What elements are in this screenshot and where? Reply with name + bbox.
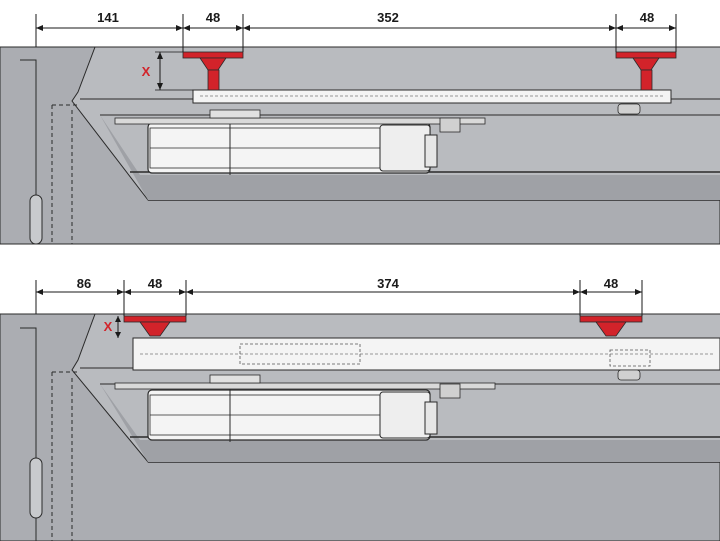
bottom-rail-stop (617, 369, 641, 381)
top-jamb-line (20, 59, 37, 244)
top-closer-clip (439, 117, 461, 133)
bottom-dim-48-right: 48 (604, 276, 618, 291)
top-hinge-pin (29, 194, 43, 245)
top-dim-352: 352 (377, 10, 399, 25)
top-bracket-right (615, 51, 677, 91)
top-mounting-plate (114, 117, 486, 125)
bottom-panel: 86 48 374 48 X (0, 276, 720, 541)
top-arm-slider (209, 109, 261, 119)
bottom-mounting-plate (114, 382, 496, 390)
bottom-x-label: X (104, 319, 113, 334)
bottom-arm-slider (209, 374, 261, 384)
bottom-dimension-lines (35, 280, 643, 338)
top-panel: 141 48 352 48 X (0, 10, 720, 245)
bottom-dim-374: 374 (377, 276, 399, 291)
top-closer-valve (424, 134, 438, 168)
bottom-hinge-pin (29, 457, 43, 519)
bottom-dim-86: 86 (77, 276, 91, 291)
top-closer-endcap (379, 124, 431, 172)
top-bracket-left (182, 51, 244, 91)
bottom-bracket-right (579, 315, 643, 337)
bottom-hidden-lines (51, 371, 80, 541)
bottom-closer-valve (424, 401, 438, 435)
top-hidden-lines (51, 104, 80, 244)
top-door-shade (100, 115, 720, 200)
bottom-closer-endcap (379, 391, 431, 439)
top-dimension-lines (35, 14, 677, 91)
top-guide-rail (192, 89, 672, 104)
bottom-door-shade (100, 384, 720, 462)
top-dim-141: 141 (97, 10, 119, 25)
bottom-rail-end-block (609, 349, 651, 367)
top-dim-48-right: 48 (640, 10, 654, 25)
top-rail-stop (617, 103, 641, 115)
bottom-closer-clip (439, 383, 461, 399)
bottom-bracket-left (123, 315, 187, 337)
top-dim-48-left: 48 (206, 10, 220, 25)
bottom-dim-48-left: 48 (148, 276, 162, 291)
top-x-label: X (142, 64, 151, 79)
bottom-rail-mechanism (239, 343, 361, 365)
